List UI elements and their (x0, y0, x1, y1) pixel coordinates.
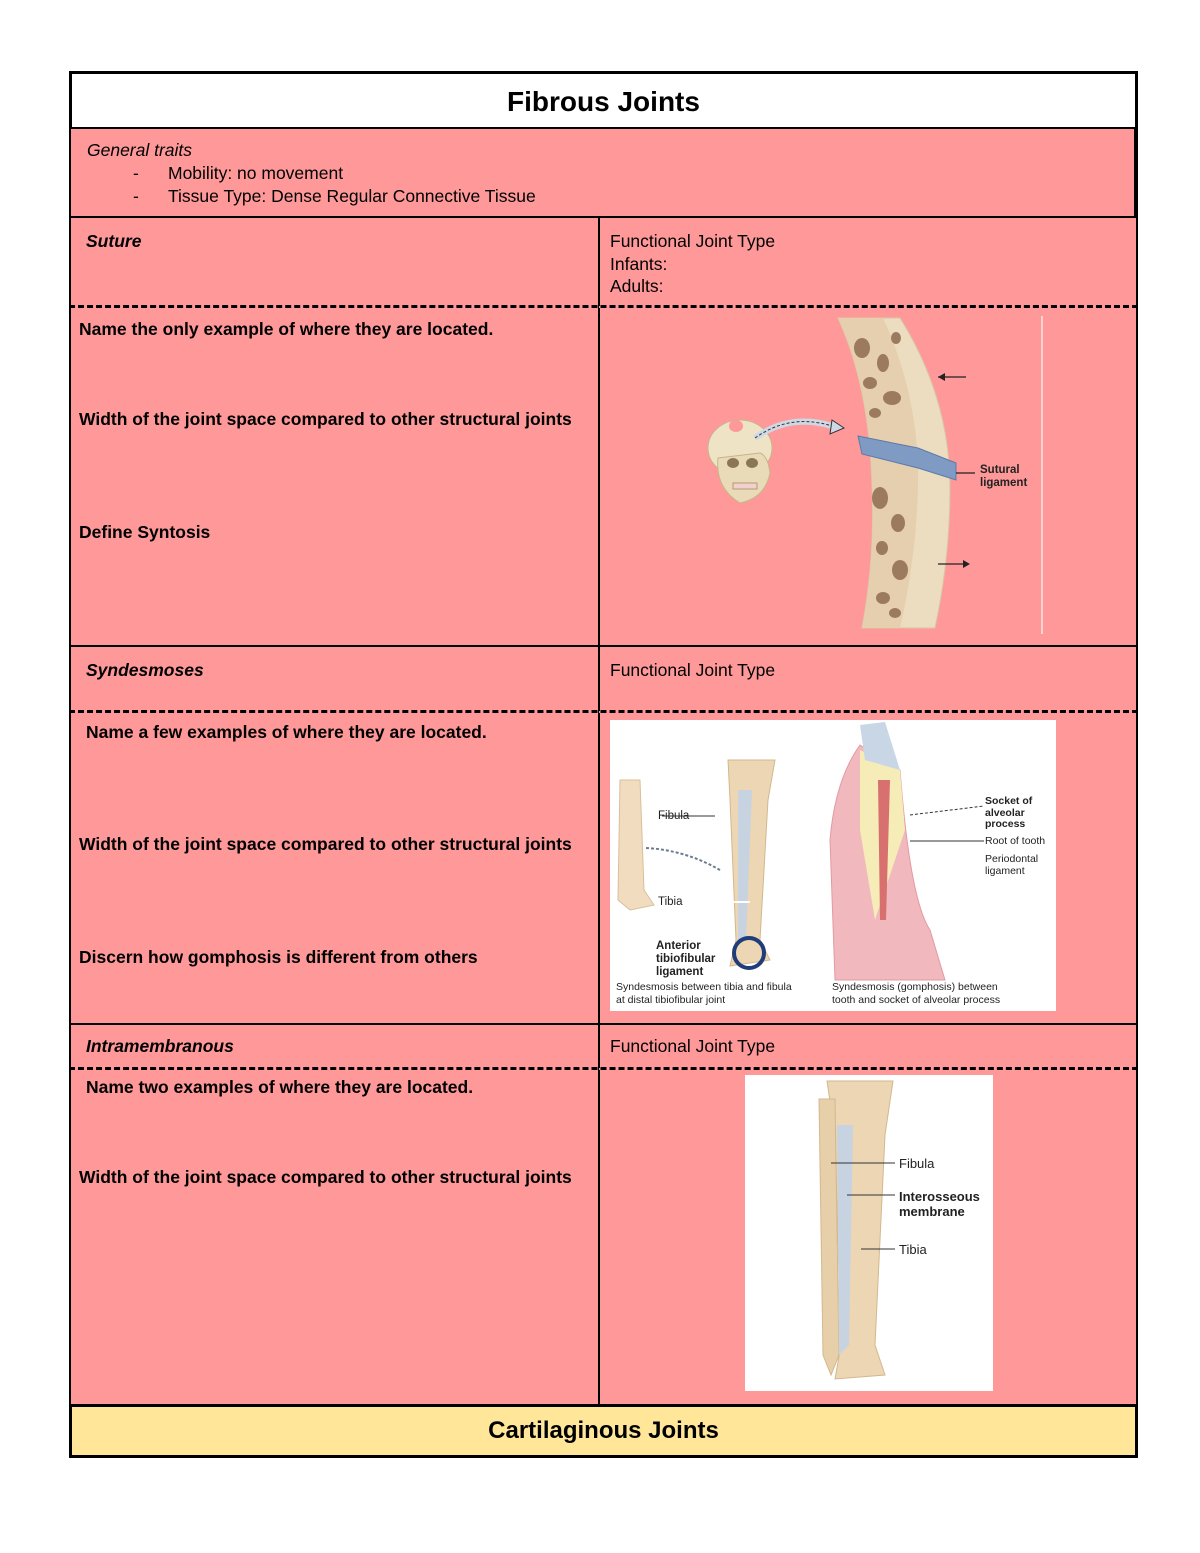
table-right-border (1136, 218, 1138, 1404)
suture-name: Suture (86, 231, 142, 251)
bullet-dash: - (133, 163, 139, 183)
question: Width of the joint space compared to oth… (79, 409, 572, 429)
section-divider (69, 645, 1138, 647)
skull-icon (707, 419, 773, 504)
interosseous-figure: Fibula Interosseous membrane Tibia (745, 1075, 993, 1391)
suture-figure-cell: Sutural ligament (599, 308, 1138, 645)
trait-text: Tissue Type: Dense Regular Connective Ti… (168, 186, 536, 206)
gomphosis-caption: Syndesmosis (gomphosis) between tooth an… (832, 981, 1001, 1006)
general-traits-label: General traits (87, 140, 193, 160)
section-divider (69, 1023, 1138, 1025)
general-traits: General traits - Mobility: no movement -… (69, 129, 1138, 218)
functional-joint-type: Functional Joint Type (610, 1036, 776, 1056)
divider (69, 305, 1138, 308)
functional-label: Functional Joint Type (610, 231, 776, 251)
cartilaginous-joints-header: Cartilaginous Joints (69, 1404, 1138, 1458)
column-divider (598, 218, 599, 1404)
suture-header: Suture (69, 218, 599, 306)
question: Name two examples of where they are loca… (86, 1077, 474, 1097)
question: Name the only example of where they are … (79, 319, 494, 339)
functional-adults: Adults: (610, 276, 664, 296)
table-left-border (69, 218, 71, 1404)
question: Name a few examples of where they are lo… (86, 722, 487, 742)
syndesmoses-name: Syndesmoses (86, 660, 204, 680)
suture-functional: Functional Joint Type Infants: Adults: (599, 218, 1138, 306)
fibula-label: Fibula (899, 1156, 935, 1171)
intramembranous-questions: Name two examples of where they are loca… (69, 1070, 599, 1404)
bullet-dash: - (133, 186, 139, 206)
functional-joint-type: Functional Joint Type (610, 660, 776, 680)
trait-item: - Mobility: no movement (87, 162, 1134, 185)
divider (69, 1067, 1138, 1070)
intramembranous-name: Intramembranous (86, 1036, 234, 1056)
functional-joint-type: Functional Joint Type Infants: Adults: (600, 218, 1138, 298)
fibula-label: Fibula (658, 810, 690, 822)
suture-questions: Name the only example of where they are … (69, 308, 599, 645)
section-title: Cartilaginous Joints (488, 1417, 719, 1444)
root-of-tooth-label: Root of tooth (985, 835, 1046, 847)
tibia-fibula-membrane-diagram (818, 1080, 895, 1380)
title-row: Fibrous Joints (69, 71, 1138, 130)
divider (69, 710, 1138, 713)
intramembranous-figure-cell: Fibula Interosseous membrane Tibia (599, 1070, 1138, 1404)
sutural-ligament-label: Sutural ligament (980, 464, 1028, 489)
question: Width of the joint space compared to oth… (79, 834, 572, 854)
tibia-label: Tibia (658, 896, 683, 908)
periodontal-ligament-label: Periodontal ligament (985, 853, 1039, 877)
joint-table: Suture Functional Joint Type Infants: Ad… (69, 218, 1138, 1404)
question: Define Syntosis (79, 522, 211, 542)
syndesmosis-caption: Syndesmosis between tibia and fibula at … (616, 981, 792, 1006)
trait-item: - Tissue Type: Dense Regular Connective … (87, 185, 1134, 208)
interosseous-membrane-label: Interosseous membrane (899, 1189, 980, 1219)
syndesmoses-questions: Name a few examples of where they are lo… (69, 713, 599, 1024)
socket-label: Socket of alveolar process (985, 795, 1033, 830)
tibia-fibula-tooth-diagram (617, 722, 985, 981)
anterior-tibiofibular-label: Anterior tibiofibular ligament (656, 940, 716, 978)
syndesmoses-figure-cell: Fibula Tibia Anterior tibiofibular ligam… (599, 713, 1138, 1024)
page-title: Fibrous Joints (507, 86, 700, 117)
syndesmosis-figure: Fibula Tibia Anterior tibiofibular ligam… (610, 720, 1056, 1011)
tibia-label: Tibia (899, 1242, 927, 1257)
question: Width of the joint space compared to oth… (79, 1167, 572, 1187)
trait-text: Mobility: no movement (168, 163, 344, 183)
intramembranous-header: Intramembranous (69, 1025, 599, 1068)
functional-infants: Infants: (610, 253, 668, 274)
syndesmoses-functional: Functional Joint Type (599, 647, 1138, 711)
suture-diagram (707, 316, 1043, 634)
question: Discern how gomphosis is different from … (79, 947, 478, 967)
syndesmoses-header: Syndesmoses (69, 647, 599, 711)
intramembranous-functional: Functional Joint Type (599, 1025, 1138, 1068)
